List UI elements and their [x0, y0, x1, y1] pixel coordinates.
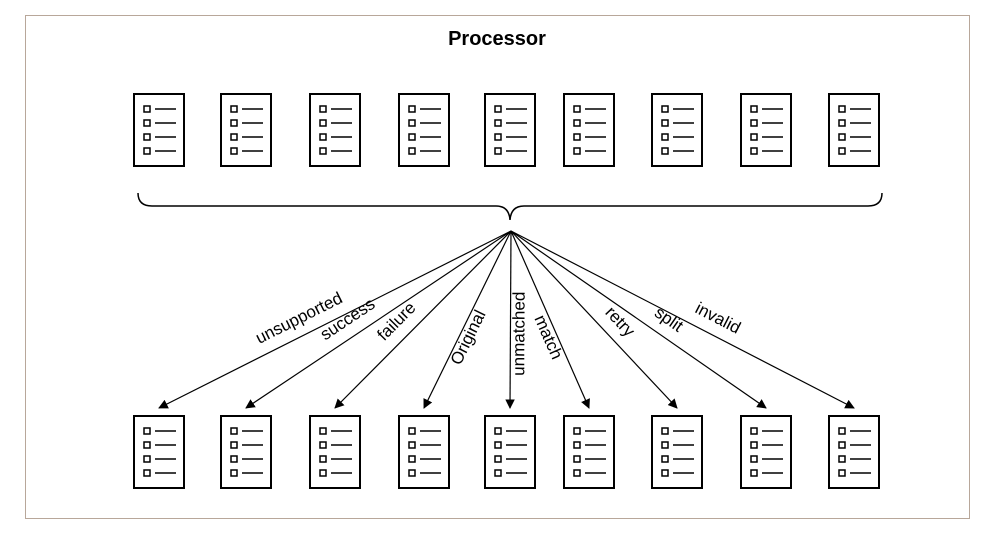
- document-list-icon: [563, 93, 615, 167]
- arrow-icon: [245, 230, 512, 409]
- document-list-icon: [220, 93, 272, 167]
- document-list-icon: [309, 93, 361, 167]
- document-list-icon: [651, 415, 703, 489]
- relationship-label: unmatched: [509, 292, 528, 376]
- document-list-icon: [484, 415, 536, 489]
- curly-brace-icon: [137, 192, 883, 221]
- relationship-arrows: [158, 230, 855, 409]
- diagram-frame: [25, 15, 970, 519]
- relationship-label: Original: [447, 307, 490, 368]
- document-list-icon: [828, 93, 880, 167]
- arrow-icon: [510, 230, 678, 409]
- arrow-icon: [510, 230, 590, 409]
- document-list-icon: [133, 415, 185, 489]
- relationship-label: failure: [373, 298, 419, 344]
- arrow-icon: [505, 230, 515, 409]
- document-list-icon: [398, 93, 450, 167]
- arrow-icon: [334, 230, 512, 409]
- document-list-icon: [398, 415, 450, 489]
- document-list-icon: [309, 415, 361, 489]
- arrow-icon: [158, 230, 512, 409]
- arrow-icon: [510, 230, 855, 409]
- document-list-icon: [651, 93, 703, 167]
- arrow-icon: [423, 230, 512, 409]
- document-list-icon: [133, 93, 185, 167]
- relationship-label: invalid: [692, 299, 744, 338]
- relationship-label: retry: [601, 303, 638, 341]
- relationship-label: split: [651, 303, 687, 336]
- document-list-icon: [220, 415, 272, 489]
- relationship-label: match: [530, 312, 566, 362]
- arrow-icon: [510, 230, 767, 409]
- processor-documents: [133, 93, 880, 167]
- diagram-title: Processor: [448, 28, 546, 50]
- relationship-documents: [133, 415, 880, 489]
- document-list-icon: [484, 93, 536, 167]
- document-list-icon: [740, 415, 792, 489]
- document-list-icon: [563, 415, 615, 489]
- document-list-icon: [828, 415, 880, 489]
- document-list-icon: [740, 93, 792, 167]
